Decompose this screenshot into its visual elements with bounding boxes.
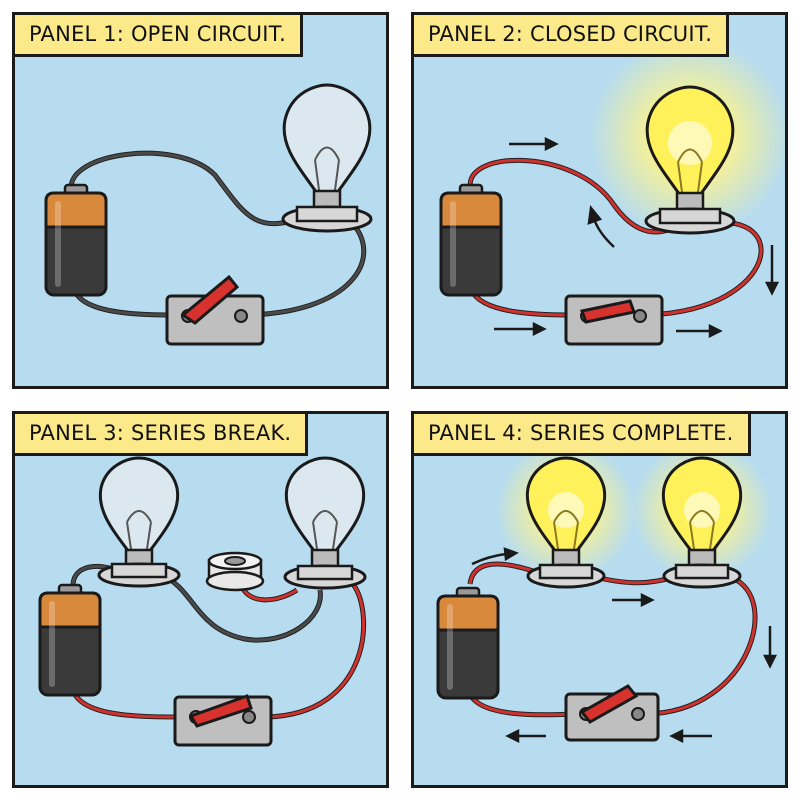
current-arrow-icon (587, 204, 615, 248)
wire (638, 221, 763, 317)
current-arrow-icon (505, 728, 546, 744)
series-complete-diagram (414, 414, 785, 785)
light-bulb-icon (281, 83, 373, 233)
panel-caption: PANEL 1: OPEN CIRCUIT. (15, 15, 304, 57)
wire (468, 693, 573, 717)
closed-circuit-diagram (414, 15, 785, 386)
battery-icon (44, 183, 108, 297)
current-arrow-icon (762, 626, 778, 669)
wire (266, 583, 366, 719)
wire (645, 574, 757, 716)
panel-caption: PANEL 3: SERIES BREAK. (15, 414, 309, 456)
light-bulb-icon (525, 456, 607, 589)
panel-series-complete: PANEL 4: SERIES COMPLETE. (411, 411, 788, 788)
wire (239, 219, 366, 317)
panel-caption: PANEL 4: SERIES COMPLETE. (414, 414, 751, 456)
knife-switch-icon (564, 684, 660, 742)
wire (159, 572, 322, 642)
battery-icon (436, 586, 500, 700)
light-bulb-icon (644, 85, 736, 235)
wire (468, 158, 683, 234)
current-arrow-icon (494, 321, 547, 337)
battery-icon (439, 183, 503, 297)
battery-icon (38, 583, 102, 697)
knife-switch-icon (173, 694, 273, 747)
bulb-socket-icon (205, 551, 265, 592)
current-arrow-icon (669, 728, 712, 744)
light-bulb-icon (283, 456, 367, 590)
current-arrow-icon (509, 136, 559, 152)
panel-closed-circuit: PANEL 2: CLOSED CIRCUIT. (411, 12, 788, 389)
current-arrow-icon (764, 245, 780, 296)
panel-open-circuit: PANEL 1: OPEN CIRCUIT. (12, 12, 389, 389)
light-bulb-icon (661, 456, 743, 589)
wire (71, 689, 181, 719)
panel-series-break: PANEL 3: SERIES BREAK. (12, 411, 389, 788)
wire (69, 151, 306, 226)
current-arrow-icon (612, 592, 655, 608)
open-circuit-diagram (15, 15, 386, 386)
light-bulb-icon (97, 456, 181, 588)
current-arrow-icon (471, 547, 519, 566)
knife-switch-icon (564, 294, 664, 346)
knife-switch-icon (165, 274, 265, 346)
series-break-diagram (15, 414, 386, 785)
current-arrow-icon (676, 323, 723, 339)
panel-caption: PANEL 2: CLOSED CIRCUIT. (414, 15, 730, 57)
